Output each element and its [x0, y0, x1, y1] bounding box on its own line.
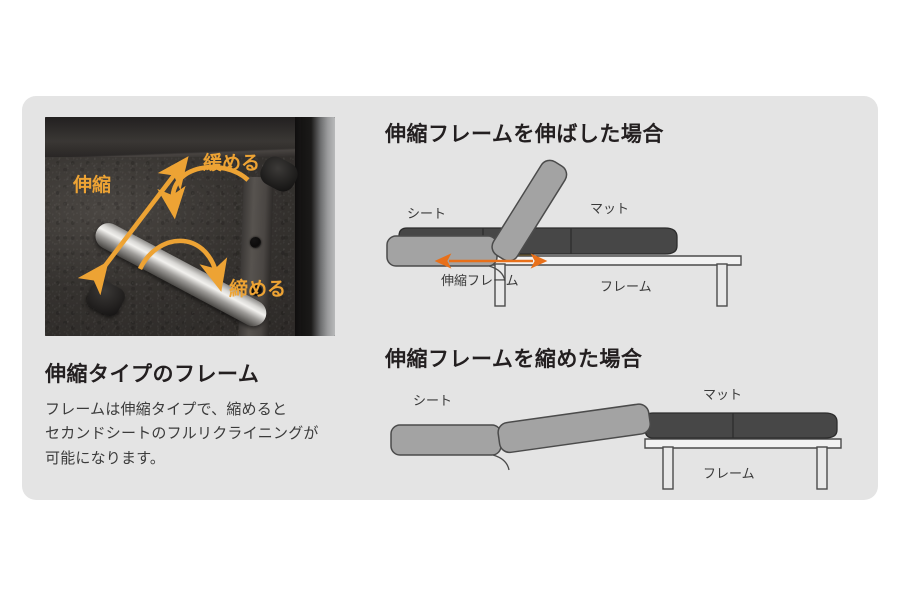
photo-pillar	[301, 117, 335, 336]
seat-tail-retracted	[492, 454, 510, 471]
diagram-retracted-block: 伸縮フレームを縮めた場合 シート マット	[385, 343, 855, 508]
diagram-retracted-title: 伸縮フレームを縮めた場合	[385, 348, 643, 371]
label-mat-extended: マット	[590, 201, 629, 216]
frame-leg-right-extended	[716, 263, 728, 307]
diagram-extended-svg: シート マット 伸縮フレーム フレーム	[386, 159, 742, 307]
photo-label-loosen: 緩める	[203, 151, 260, 174]
frame-leg-right-retracted	[816, 446, 828, 490]
left-body-line-3: 可能になります。	[45, 449, 166, 467]
diagram-extended-figure: シート マット 伸縮フレーム フレーム	[385, 148, 855, 316]
photo-annotation-overlay: 伸縮 緩める 締める	[72, 151, 286, 300]
photo-label-tighten: 締める	[229, 277, 286, 300]
photo-bolt-upper	[250, 237, 261, 248]
photo-bolt-lower	[251, 285, 262, 296]
frame-rail-retracted	[644, 438, 842, 449]
label-frame-retracted: フレーム	[703, 466, 755, 481]
diagram-extended-block: 伸縮フレームを伸ばした場合	[385, 118, 855, 316]
backrest-retracted	[497, 403, 651, 454]
left-section-body: フレームは伸縮タイプで、縮めると セカンドシートのフルリクライニングが 可能にな…	[45, 398, 335, 471]
frame-leg-left-retracted	[662, 446, 674, 490]
left-body-line-1: フレームは伸縮タイプで、縮めると	[45, 401, 288, 418]
tighten-arrow-icon	[137, 238, 228, 292]
label-seat-extended: シート	[407, 206, 446, 221]
seat-cushion-retracted	[390, 424, 502, 456]
mat-retracted	[644, 412, 838, 439]
left-column: 伸縮 緩める 締める 伸縮タイプのフレーム フレームは伸縮タイプで、縮めると セ…	[45, 117, 335, 471]
label-seat-retracted: シート	[413, 393, 452, 408]
label-telescoping-frame-extended: 伸縮フレーム	[441, 273, 519, 288]
label-mat-retracted: マット	[703, 387, 742, 402]
photo-label-stretch: 伸縮	[72, 173, 111, 196]
diagram-retracted-svg: シート マット フレーム	[390, 387, 842, 490]
label-frame-extended: フレーム	[600, 279, 652, 294]
left-section-title: 伸縮タイプのフレーム	[45, 363, 260, 386]
diagram-retracted-figure: シート マット フレーム	[385, 373, 855, 508]
telescoping-frame-photo: 伸縮 緩める 締める	[45, 117, 335, 336]
loosen-arrow-icon	[157, 164, 250, 220]
left-body-line-2: セカンドシートのフルリクライニングが	[45, 425, 319, 443]
diagram-extended-title: 伸縮フレームを伸ばした場合	[385, 123, 664, 146]
